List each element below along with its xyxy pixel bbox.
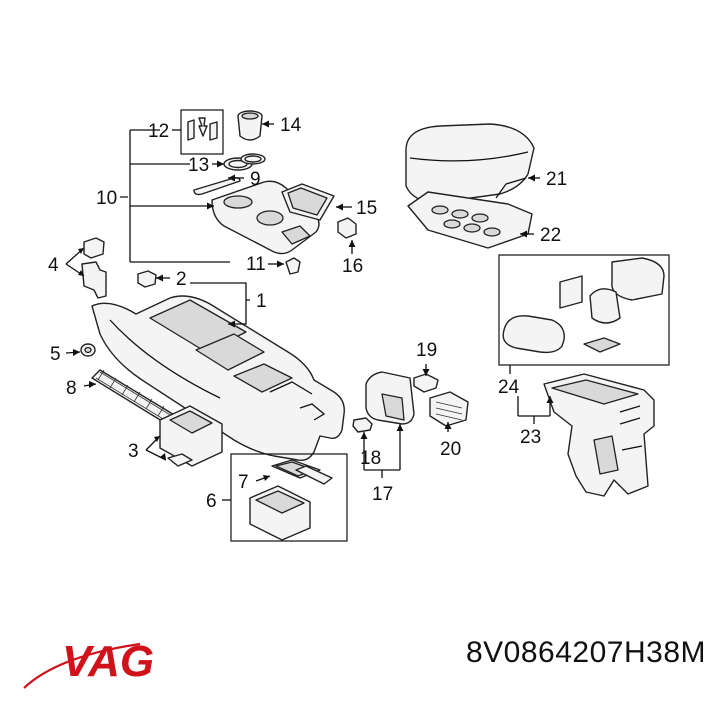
callout-1: 1 — [256, 291, 267, 312]
callout-3: 3 — [128, 441, 139, 462]
callout-2: 2 — [176, 269, 187, 290]
part-21-armrest-lid — [405, 123, 535, 203]
callout-18: 18 — [360, 448, 381, 469]
part-12-clips — [187, 117, 218, 141]
part-18-switch — [352, 417, 373, 433]
callout-20: 20 — [440, 439, 461, 460]
part-19-switch — [413, 373, 439, 393]
part-16-switch — [337, 217, 357, 239]
part-12-group-box — [180, 109, 224, 155]
part-22-armrest-base — [407, 191, 533, 249]
callout-4: 4 — [48, 255, 59, 276]
part-24-components — [502, 257, 665, 354]
callout-22: 22 — [540, 225, 561, 246]
part-3-tray — [159, 405, 223, 467]
part-6-storage-box — [249, 485, 311, 541]
part-23-bracket-frame — [543, 373, 655, 497]
callout-21: 21 — [546, 169, 567, 190]
callout-17: 17 — [372, 484, 393, 505]
part-24-group-box — [498, 254, 670, 366]
callout-14: 14 — [280, 115, 302, 136]
part-14-cup-insert — [237, 110, 263, 141]
part-11-clip — [285, 257, 301, 275]
part-1-center-console — [91, 295, 345, 462]
callout-10: 10 — [96, 188, 117, 209]
callout-15: 15 — [356, 198, 377, 219]
callout-9: 9 — [250, 169, 261, 190]
callout-12: 12 — [148, 121, 169, 142]
vag-logo-text: VAG — [62, 637, 154, 686]
part-6-group-box — [230, 453, 348, 542]
callout-16: 16 — [342, 256, 363, 277]
part-20-vent — [429, 391, 469, 427]
part-5-clip — [80, 343, 96, 357]
callout-13: 13 — [188, 155, 209, 176]
callout-11: 11 — [246, 254, 266, 275]
part-number: 8V0864207H38M — [465, 636, 706, 669]
callout-23: 23 — [520, 427, 541, 448]
part-4-bracket — [81, 237, 107, 299]
callout-6: 6 — [206, 491, 217, 512]
part-6-grille-strip — [295, 465, 333, 485]
part-13-rings — [223, 153, 266, 171]
callout-24: 24 — [498, 377, 520, 398]
part-15-mat — [281, 183, 335, 221]
callout-8: 8 — [66, 378, 77, 399]
callout-5: 5 — [50, 344, 61, 365]
part-17-bezel — [365, 371, 415, 425]
part-2-button — [137, 270, 157, 288]
callout-7: 7 — [238, 472, 249, 493]
vag-logo: VAG — [18, 626, 168, 701]
callout-19: 19 — [416, 340, 437, 361]
